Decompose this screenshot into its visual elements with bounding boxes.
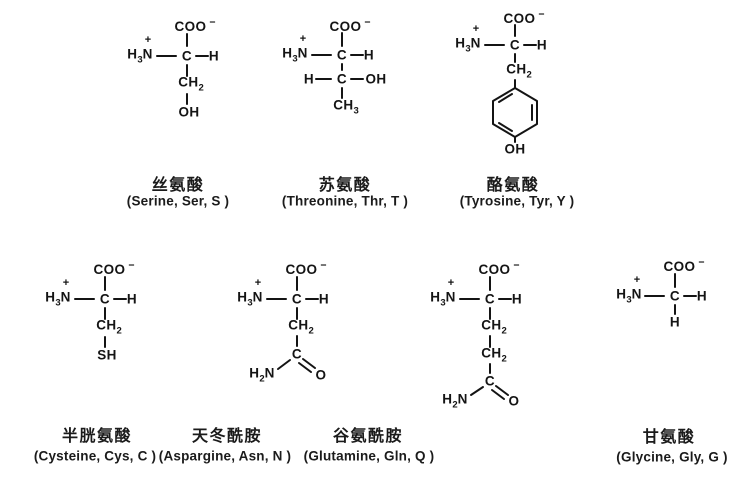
cysteine-name-english: (Cysteine, Cys, C ) — [33, 448, 157, 464]
threonine-name-chinese: 苏氨酸 — [318, 177, 372, 194]
atom-group-glycine: H — [669, 314, 681, 330]
atom-group-asparagine: C — [291, 346, 303, 362]
charge-plus-tyrosine: + — [472, 23, 480, 35]
atom-group-asparagine: H — [318, 291, 330, 307]
charge-plus-cysteine: + — [62, 277, 70, 289]
atom-group-serine: C — [181, 48, 193, 64]
asparagine-name-chinese: 天冬酰胺 — [191, 428, 263, 445]
atom-group-tyrosine: COO− — [503, 8, 545, 26]
benzene-ring — [492, 87, 538, 138]
atom-group-tyrosine: CH2 — [506, 61, 532, 81]
charge-plus-glutamine: + — [447, 277, 455, 289]
atom-group-threonine: C — [336, 47, 348, 63]
atom-group-tyrosine: C — [509, 37, 521, 53]
glycine-name-english: (Glycine, Gly, G ) — [616, 449, 728, 465]
atom-group-asparagine: CH2 — [288, 317, 314, 337]
cysteine-name-chinese: 半胱氨酸 — [61, 428, 133, 445]
atom-group-asparagine: C — [291, 291, 303, 307]
atom-group-serine: H — [208, 48, 220, 64]
atom-group-cysteine: H3N — [45, 289, 71, 309]
tyrosine-name-chinese: 酪氨酸 — [486, 177, 540, 194]
atom-group-glycine: C — [669, 288, 681, 304]
atom-group-cysteine: H — [126, 291, 138, 307]
atom-group-serine: OH — [178, 104, 200, 120]
atom-group-glutamine: COO− — [478, 259, 520, 277]
atom-group-glutamine: H — [511, 291, 523, 307]
atom-group-cysteine: C — [99, 291, 111, 307]
atom-group-serine: H3N — [127, 46, 153, 66]
atom-group-glutamine: CH2 — [481, 317, 507, 337]
atom-group-asparagine: H3N — [237, 289, 263, 309]
atom-group-glycine: H3N — [616, 286, 642, 306]
serine-name-english: (Serine, Ser, S ) — [126, 193, 230, 209]
atom-group-serine: COO− — [174, 16, 216, 34]
atom-group-threonine: COO− — [329, 16, 371, 34]
atom-group-cysteine: SH — [97, 347, 117, 363]
atom-group-glycine: COO− — [663, 256, 705, 274]
threonine-name-english: (Threonine, Thr, T ) — [281, 193, 409, 209]
atom-group-glutamine: O — [508, 393, 520, 409]
atom-group-asparagine: H2N — [249, 365, 275, 385]
charge-plus-asparagine: + — [254, 277, 262, 289]
atom-group-glutamine: C — [484, 373, 496, 389]
glutamine-name-english: (Glutamine, Gln, Q ) — [303, 448, 435, 464]
atom-group-glutamine: C — [484, 291, 496, 307]
atom-group-glutamine: H2N — [442, 391, 468, 411]
atom-group-threonine: H3N — [282, 45, 308, 65]
glutamine-name-chinese: 谷氨酰胺 — [332, 428, 404, 445]
atom-group-threonine: H — [303, 71, 315, 87]
atom-group-glycine: H — [696, 288, 708, 304]
atom-group-cysteine: CH2 — [96, 317, 122, 337]
atom-group-glutamine: CH2 — [481, 345, 507, 365]
serine-name-chinese: 丝氨酸 — [151, 177, 205, 194]
atom-group-asparagine: O — [315, 367, 327, 383]
atom-group-threonine: H — [363, 47, 375, 63]
glycine-name-chinese: 甘氨酸 — [642, 429, 696, 446]
atom-group-tyrosine: H3N — [455, 35, 481, 55]
atom-group-serine: CH2 — [178, 74, 204, 94]
charge-plus-serine: + — [144, 34, 152, 46]
tyrosine-name-english: (Tyrosine, Tyr, Y ) — [459, 193, 575, 209]
charge-plus-threonine: + — [299, 33, 307, 45]
atom-group-threonine: CH3 — [333, 97, 359, 117]
atom-group-tyrosine: OH — [504, 141, 526, 157]
charge-plus-glycine: + — [633, 274, 641, 286]
atom-group-threonine: OH — [365, 71, 387, 87]
atom-group-cysteine: COO− — [93, 259, 135, 277]
atom-group-tyrosine: H — [536, 37, 548, 53]
atom-group-asparagine: COO− — [285, 259, 327, 277]
atom-group-glutamine: H3N — [430, 289, 456, 309]
atom-group-threonine: C — [336, 71, 348, 87]
asparagine-name-english: (Aspargine, Asn, N ) — [158, 448, 292, 464]
